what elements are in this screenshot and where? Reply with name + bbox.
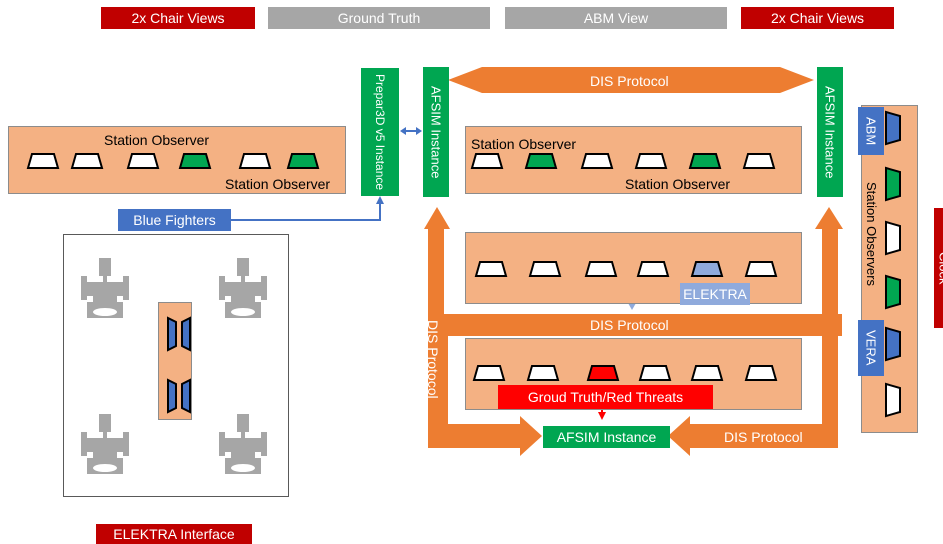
blue-fighters-label: Blue Fighters [118, 209, 231, 231]
monitor-icon [474, 261, 508, 277]
clock-label: Clock [934, 208, 943, 328]
monitor-icon [181, 378, 191, 414]
prepar3d-instance: Prepar3D v5 Instance [361, 68, 399, 196]
dis-protocol-top-arrow [448, 67, 814, 93]
monitor-icon [470, 153, 504, 169]
left-station-observer-label-2: Station Observer [225, 176, 331, 192]
monitor-icon [885, 382, 901, 418]
vera-label: VERA [858, 320, 884, 376]
monitor-icon [742, 153, 776, 169]
monitor-icon [885, 274, 901, 310]
header-chair-views-left: 2x Chair Views [101, 7, 255, 29]
abm-label: ABM [858, 107, 884, 155]
monitor-icon [526, 365, 560, 381]
monitor-icon [636, 261, 670, 277]
monitor-icon [584, 261, 618, 277]
ground-truth-threats-label: Groud Truth/Red Threats [498, 385, 713, 409]
header-abm-view: ABM View [505, 7, 727, 29]
afsim-instance-left: AFSIM Instance [423, 67, 449, 197]
right-station-panel [861, 105, 918, 433]
dis-protocol-left-vertical-arrow [424, 207, 450, 318]
monitor-icon [744, 365, 778, 381]
monitor-icon [690, 365, 724, 381]
dis-protocol-mid-bus [428, 314, 842, 336]
left-station-observer-label-1: Station Observer [104, 132, 210, 148]
monitor-icon [70, 153, 104, 169]
dis-protocol-vertical-label: DIS Protocol [425, 320, 441, 399]
dis-protocol-top-label: DIS Protocol [590, 73, 669, 89]
elektra-interface-label: ELEKTRA Interface [96, 524, 252, 544]
monitor-icon [885, 220, 901, 256]
monitor-icon [181, 316, 191, 352]
afsim-instance-right: AFSIM Instance [817, 67, 843, 197]
monitor-icon [885, 326, 901, 362]
elektra-label: ELEKTRA [680, 283, 750, 305]
monitor-icon [167, 316, 177, 352]
dis-protocol-mid-label: DIS Protocol [590, 317, 669, 333]
monitor-icon [688, 153, 722, 169]
monitor-icon [690, 261, 724, 277]
monitor-icon [178, 153, 212, 169]
dis-protocol-lower-left-column [428, 330, 448, 425]
header-ground-truth: Ground Truth [268, 7, 490, 29]
monitor-icon [885, 110, 901, 146]
monitor-icon [885, 166, 901, 202]
dis-protocol-bottom-left-arrow [428, 416, 542, 456]
monitor-icon [586, 365, 620, 381]
dis-protocol-right-vertical-arrow [815, 207, 843, 448]
monitor-icon [528, 261, 562, 277]
center-station-observer-label-1: Station Observer [471, 136, 577, 152]
monitor-icon [472, 365, 506, 381]
afsim-instance-bottom: AFSIM Instance [543, 426, 670, 448]
dis-protocol-bottom-right-arrow [668, 416, 838, 456]
station-observers-label: Station Observers [864, 182, 879, 287]
monitor-icon [126, 153, 160, 169]
monitor-icon [744, 261, 778, 277]
monitor-icon [580, 153, 614, 169]
monitor-icon [167, 378, 177, 414]
monitor-icon [26, 153, 60, 169]
monitor-icon [238, 153, 272, 169]
header-chair-views-right: 2x Chair Views [741, 7, 894, 29]
monitor-icon [638, 365, 672, 381]
monitor-icon [286, 153, 320, 169]
monitor-icon [634, 153, 668, 169]
monitor-icon [524, 153, 558, 169]
dis-protocol-bottom-label: DIS Protocol [724, 429, 803, 445]
center-station-observer-label-2: Station Observer [625, 176, 731, 192]
